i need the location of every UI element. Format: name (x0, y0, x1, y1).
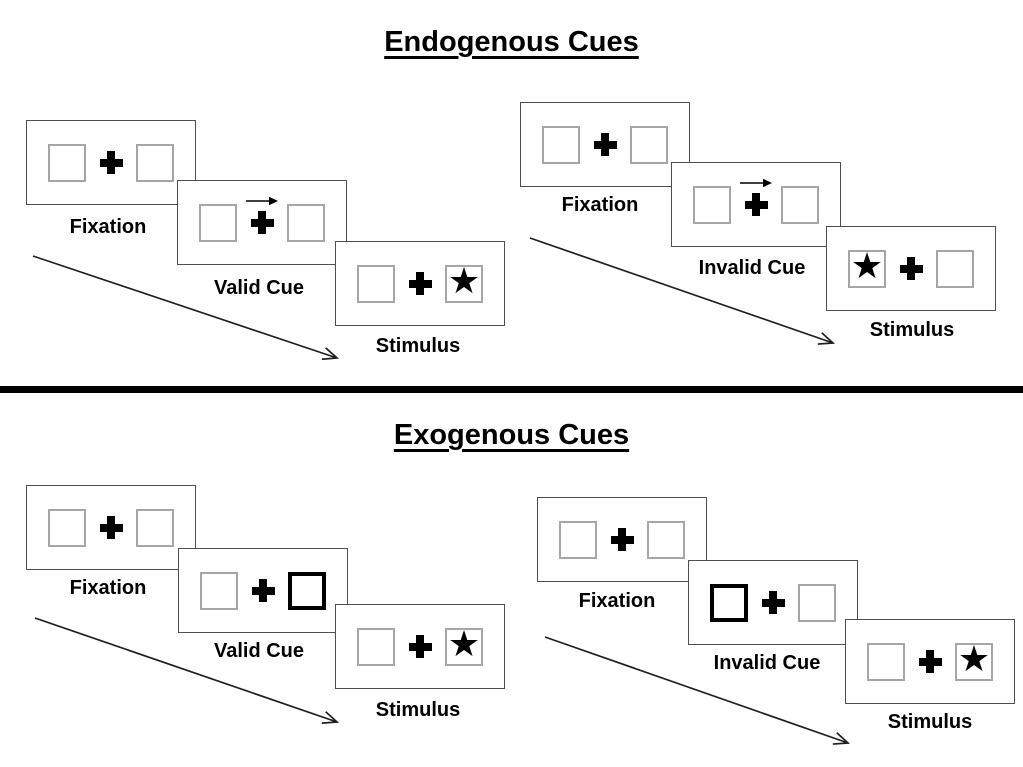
fixation-cross-icon (99, 516, 123, 539)
step-label-fixation: Fixation (578, 590, 656, 612)
cue-card (671, 162, 841, 247)
step-label-stimulus: Stimulus (887, 711, 973, 733)
left-placeholder-box (200, 571, 238, 610)
fixation-cross-icon (899, 257, 923, 280)
timeline-arrow-endogenous-invalid (529, 237, 836, 345)
left-placeholder-box (357, 264, 395, 303)
left-placeholder-box (48, 508, 86, 547)
stimulus-card: ★ (845, 619, 1015, 704)
cue-card (688, 560, 858, 645)
left-bold-cue-box (710, 583, 748, 622)
stimulus-card: ★ (826, 226, 996, 311)
fixation-cross-icon (610, 528, 634, 551)
right-placeholder-box (647, 520, 685, 559)
right-arrow-cue-icon (740, 178, 772, 188)
right-placeholder-box (798, 583, 836, 622)
step-label-stimulus: Stimulus (375, 699, 461, 721)
fixation-card (520, 102, 690, 187)
right-arrow-cue-icon (246, 196, 278, 206)
stimulus-card: ★ (335, 604, 505, 689)
fixation-cross-icon (761, 591, 785, 614)
right-target-box: ★ (445, 261, 483, 303)
star-stimulus-icon: ★ (447, 624, 481, 665)
timeline-arrow-endogenous-valid (32, 255, 340, 361)
star-stimulus-icon: ★ (850, 246, 884, 287)
cue-card (177, 180, 347, 265)
step-label-stimulus: Stimulus (375, 335, 461, 357)
right-placeholder-box (287, 203, 325, 242)
left-placeholder-box (357, 627, 395, 666)
left-placeholder-box (693, 185, 731, 224)
left-target-box: ★ (848, 246, 886, 288)
fixation-cross-icon (408, 272, 432, 295)
cue-card (178, 548, 348, 633)
right-placeholder-box (630, 125, 668, 164)
fixation-cross-icon (593, 133, 617, 156)
step-label-invalid-cue: Invalid Cue (698, 257, 806, 279)
step-label-fixation: Fixation (69, 577, 147, 599)
fixation-card (26, 485, 196, 570)
fixation-cross-icon (918, 650, 942, 673)
timeline-arrow-exogenous-valid (34, 617, 340, 724)
fixation-cross-icon (251, 579, 275, 602)
stimulus-card: ★ (335, 241, 505, 326)
step-label-invalid-cue: Invalid Cue (713, 652, 821, 674)
fixation-card (537, 497, 707, 582)
left-placeholder-box (48, 143, 86, 182)
step-label-valid-cue: Valid Cue (213, 640, 305, 662)
star-stimulus-icon: ★ (447, 261, 481, 302)
left-placeholder-box (199, 203, 237, 242)
fixation-cross-icon (408, 635, 432, 658)
star-stimulus-icon: ★ (957, 639, 991, 680)
right-target-box: ★ (445, 624, 483, 666)
step-label-stimulus: Stimulus (869, 319, 955, 341)
right-bold-cue-box (288, 571, 326, 610)
step-label-fixation: Fixation (561, 194, 639, 216)
left-placeholder-box (542, 125, 580, 164)
fixation-card (26, 120, 196, 205)
section-title-exogenous: Exogenous Cues (393, 419, 630, 451)
right-placeholder-box (136, 143, 174, 182)
right-target-box: ★ (955, 639, 993, 681)
fixation-cross-icon (99, 151, 123, 174)
section-divider (0, 386, 1023, 393)
fixation-cross-icon (740, 178, 772, 216)
fixation-cross-icon (246, 196, 278, 234)
step-label-valid-cue: Valid Cue (213, 277, 305, 299)
left-placeholder-box (867, 642, 905, 681)
left-placeholder-box (559, 520, 597, 559)
step-label-fixation: Fixation (69, 216, 147, 238)
right-placeholder-box (936, 249, 974, 288)
section-title-endogenous: Endogenous Cues (384, 26, 639, 58)
right-placeholder-box (136, 508, 174, 547)
right-placeholder-box (781, 185, 819, 224)
